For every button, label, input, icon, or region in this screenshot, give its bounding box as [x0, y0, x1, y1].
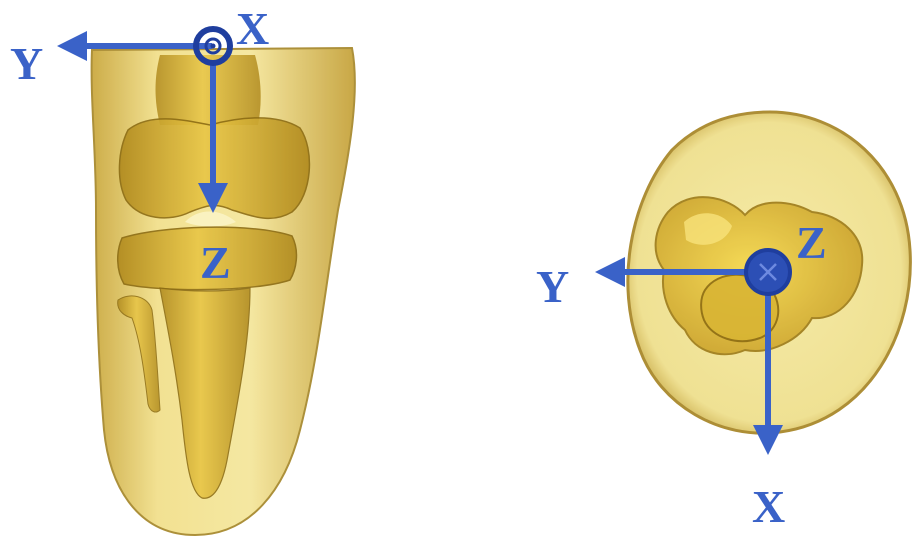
left-y-axis-label: Y	[10, 38, 43, 89]
right-z-axis-label: Z	[796, 217, 827, 268]
left-z-axis-label: Z	[200, 237, 231, 288]
left-x-axis-center-dot	[211, 44, 216, 49]
right-y-axis-label: Y	[536, 261, 569, 312]
left-limb-view	[92, 48, 355, 535]
left-femur-shaft	[156, 55, 261, 125]
left-x-axis-label: X	[236, 3, 269, 54]
right-x-axis-label: X	[752, 481, 785, 532]
